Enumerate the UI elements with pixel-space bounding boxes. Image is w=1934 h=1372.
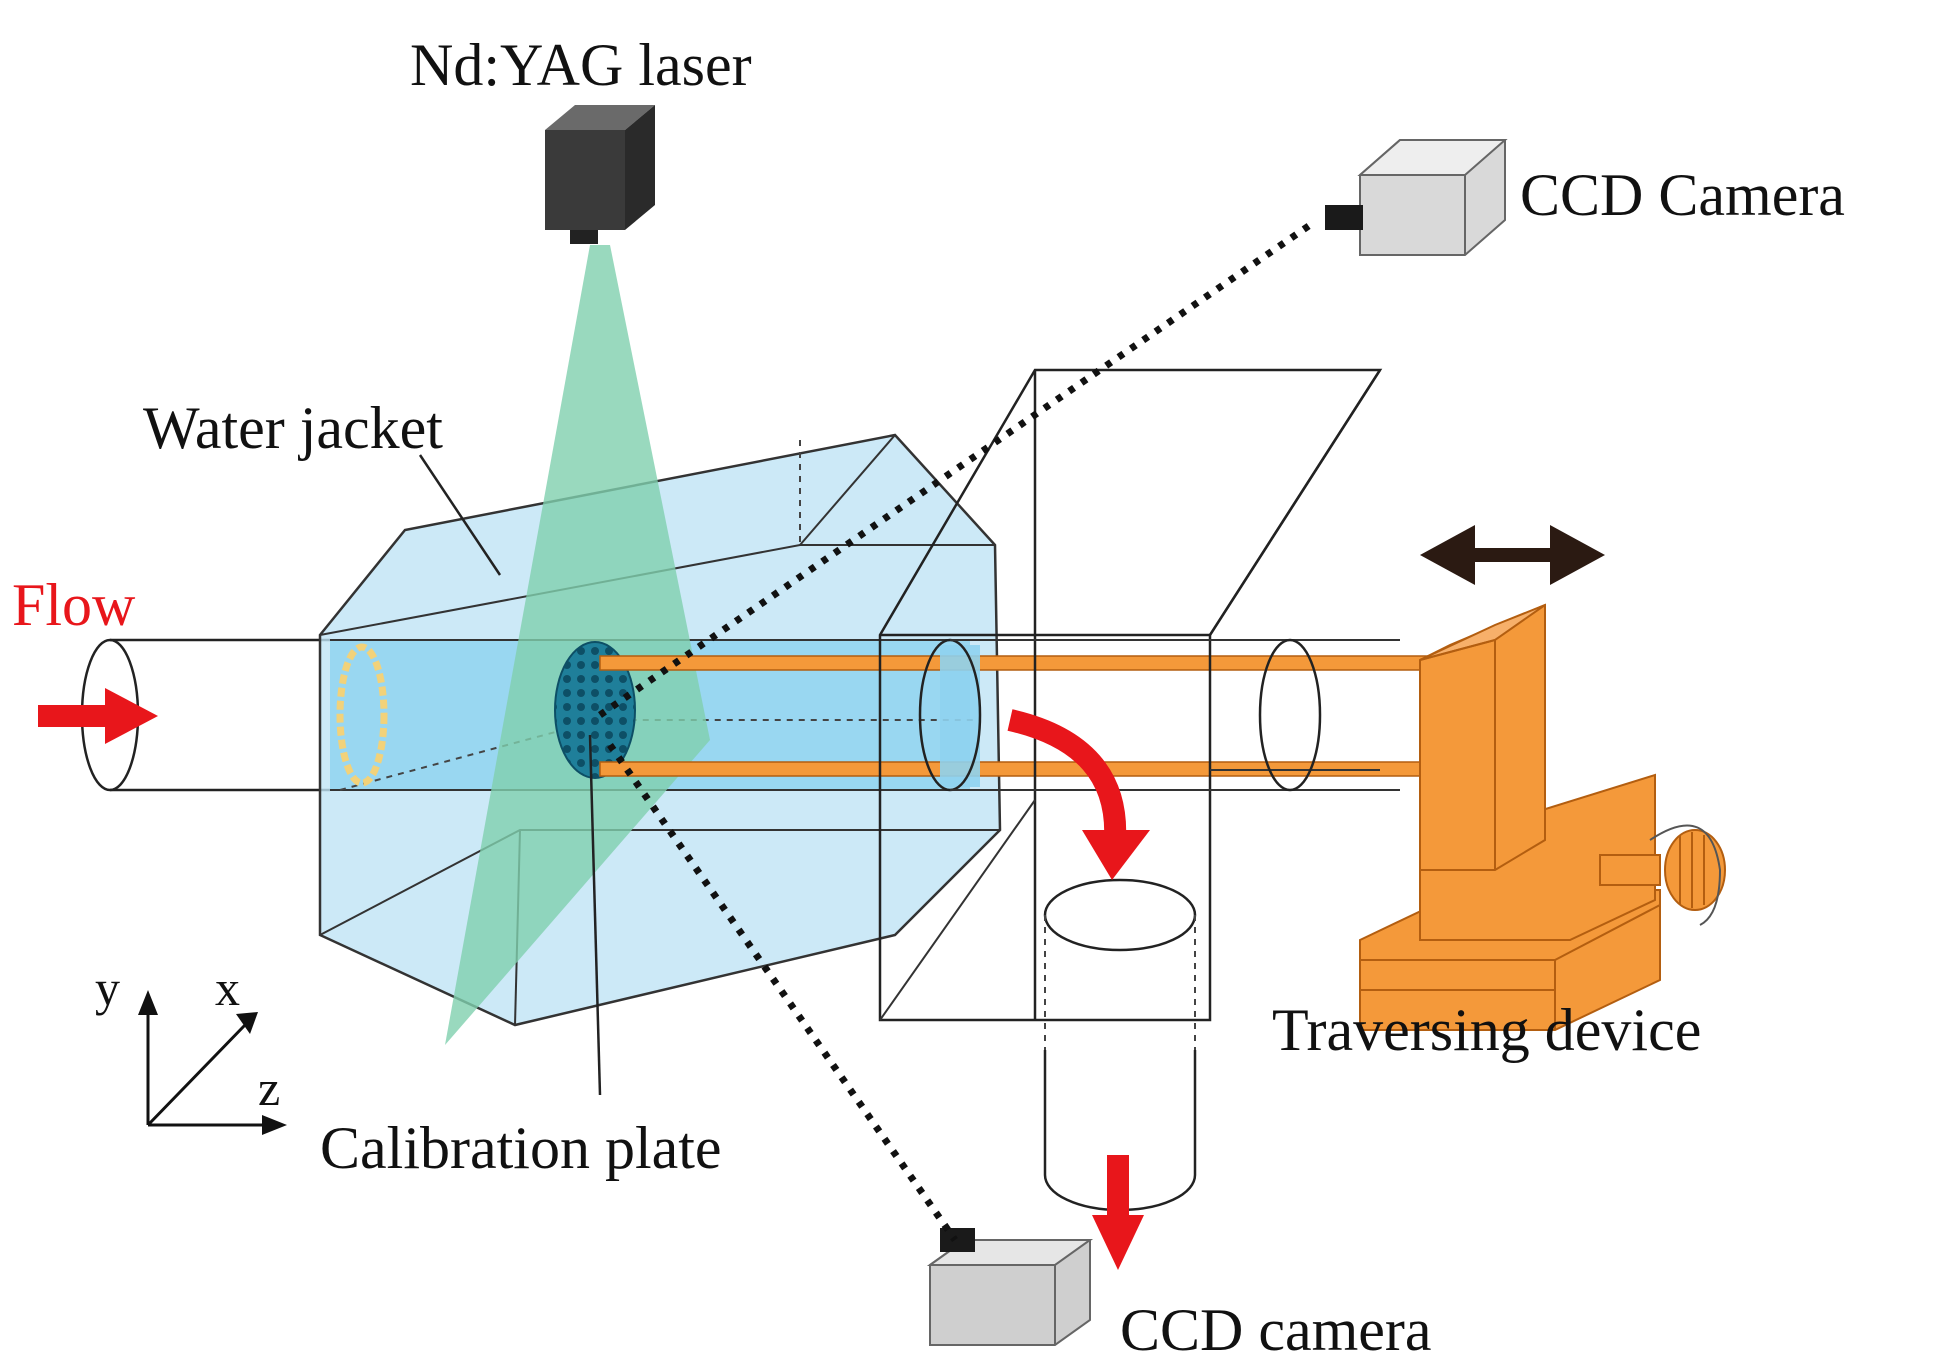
calibration-plate-label: Calibration plate: [320, 1115, 722, 1181]
water-jacket-label: Water jacket: [143, 395, 443, 461]
knob-icon: [1599, 824, 1726, 926]
traversing-device: [1359, 603, 1661, 1031]
laser-sheet: [445, 245, 710, 1045]
axis-x-label: x: [215, 960, 240, 1016]
redirect-flow-arrow: [1007, 709, 1150, 880]
traverse-rods: [599, 655, 1431, 777]
ccd-camera-icon: [1325, 139, 1508, 256]
water-jacket-leader: [418, 454, 502, 576]
motion-arrow-icon: [1420, 525, 1605, 585]
coordinate-axes: y x z: [95, 960, 287, 1135]
laser-head-icon: [545, 105, 655, 244]
calibration-plate: [554, 641, 636, 779]
calibration-leader: [588, 734, 602, 1096]
axis-z-label: z: [258, 1060, 280, 1116]
ring-marker: [336, 643, 388, 787]
outlet-box: [878, 368, 1383, 1022]
flow-arrow-icon: [38, 688, 158, 744]
ccd-camera-icon: [926, 1228, 1094, 1346]
downstream-pipe: [950, 638, 1400, 792]
camera-top-label: CCD Camera: [1520, 162, 1845, 228]
axis-y-label: y: [95, 960, 120, 1016]
camera-bottom-sightline: [607, 742, 958, 1243]
outlet-flow-arrow: [1092, 1155, 1144, 1270]
traversing-device-label: Traversing device: [1272, 997, 1701, 1063]
laser-label: Nd:YAG laser: [410, 32, 752, 98]
camera-bottom-label: CCD camera: [1120, 1297, 1432, 1363]
flow-label: Flow: [12, 572, 136, 638]
